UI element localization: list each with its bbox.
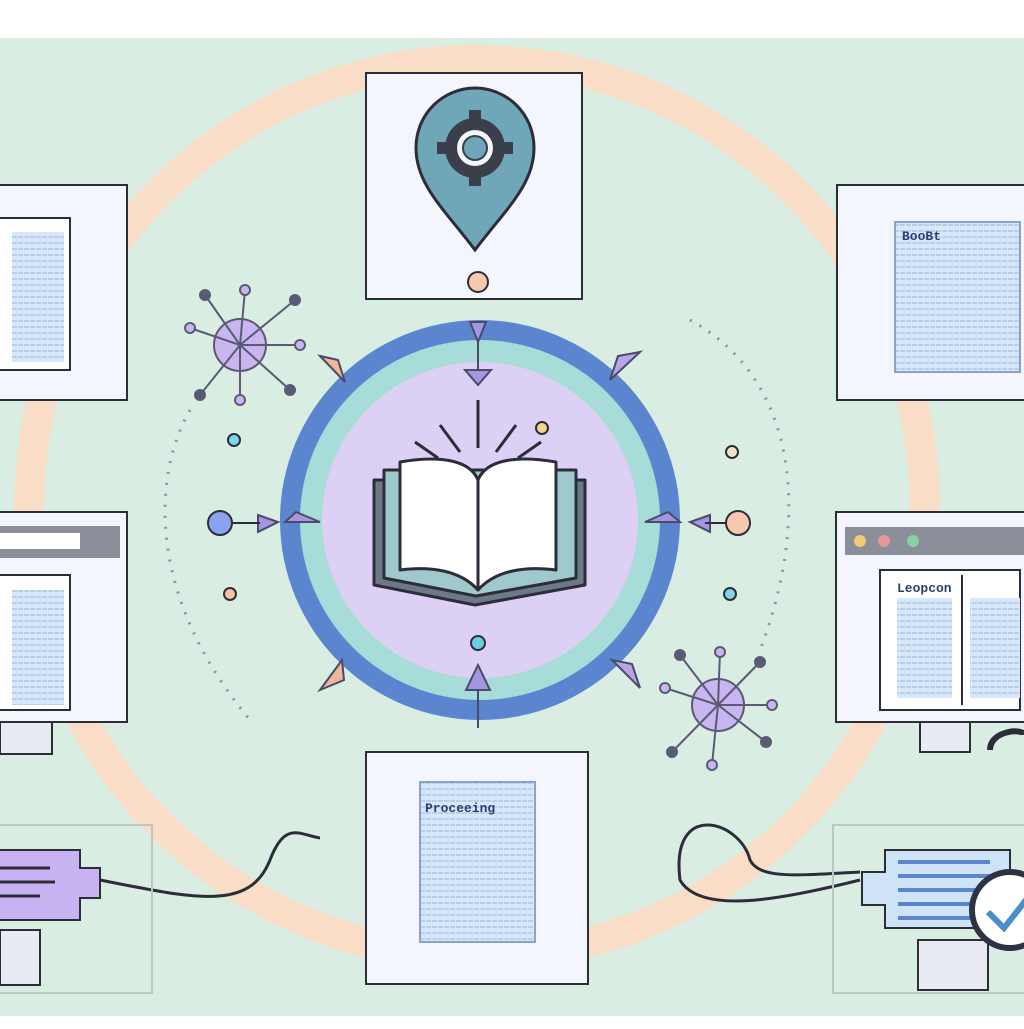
connector-nodes (207, 433, 751, 601)
location-pin-gear-icon (414, 86, 536, 253)
dotted-arc-left (163, 409, 252, 721)
left-card-bottom (0, 511, 128, 755)
document-icon (12, 232, 64, 362)
document-icon (419, 781, 536, 943)
document-icon (894, 221, 1021, 373)
bottom-card: Proceeing (365, 751, 589, 985)
mid-right-card-heading: Leopcon (897, 581, 952, 596)
bottom-left-device (0, 824, 153, 994)
top-right-card: BooBt (836, 184, 1024, 401)
top-right-card-heading: BooBt (902, 229, 941, 244)
browser-window-icon (845, 527, 1024, 555)
magnifier-check-icon (969, 869, 1024, 951)
spark-dot (535, 421, 549, 435)
bottom-right-device (832, 824, 1024, 994)
cable-right (677, 823, 861, 903)
neural-network-icon (659, 646, 778, 771)
hub-bottom-dot (470, 635, 486, 651)
open-book-icon (372, 400, 587, 607)
arrows (257, 321, 711, 728)
left-card-top (0, 184, 128, 401)
top-card (365, 72, 583, 300)
bottom-card-heading: Proceeing (425, 801, 495, 816)
cable-left (99, 831, 321, 898)
mid-right-card: Leopcon (835, 511, 1024, 753)
neural-network-icon (184, 284, 306, 406)
